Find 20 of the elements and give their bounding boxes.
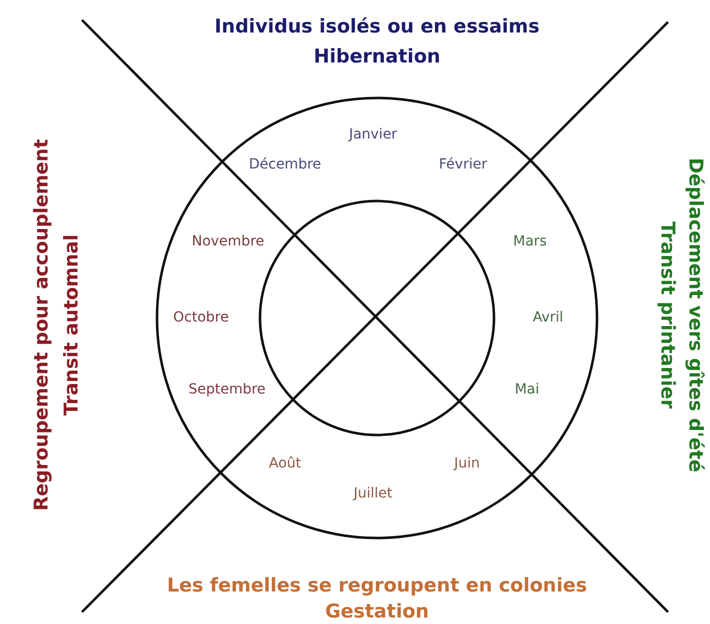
- month-label: Octobre: [173, 310, 229, 326]
- month-label: Février: [438, 157, 488, 173]
- month-label: Septembre: [188, 382, 266, 398]
- phase-heading: Gestation: [325, 602, 429, 622]
- month-label: Janvier: [348, 127, 398, 143]
- month-label: Mai: [514, 382, 540, 398]
- phase-heading: Transit automnal: [62, 234, 82, 416]
- phase-heading: Transit printanier: [656, 221, 678, 409]
- phase-heading: Les femelles se regroupent en colonies: [166, 576, 588, 596]
- phase-heading: Déplacement vers gîtes d'été: [684, 158, 706, 472]
- phase-heading: Individus isolés ou en essaims: [214, 16, 540, 38]
- month-label: Avril: [532, 310, 564, 326]
- phase-heading: Hibernation: [314, 46, 440, 68]
- month-label: Novembre: [192, 234, 264, 250]
- month-label: Mars: [513, 234, 547, 250]
- month-label: Juillet: [354, 486, 392, 502]
- month-label: Décembre: [248, 157, 322, 173]
- phase-heading: Regroupement pour accouplement: [32, 139, 52, 511]
- month-label: Juin: [454, 456, 480, 472]
- month-label: Août: [268, 456, 302, 472]
